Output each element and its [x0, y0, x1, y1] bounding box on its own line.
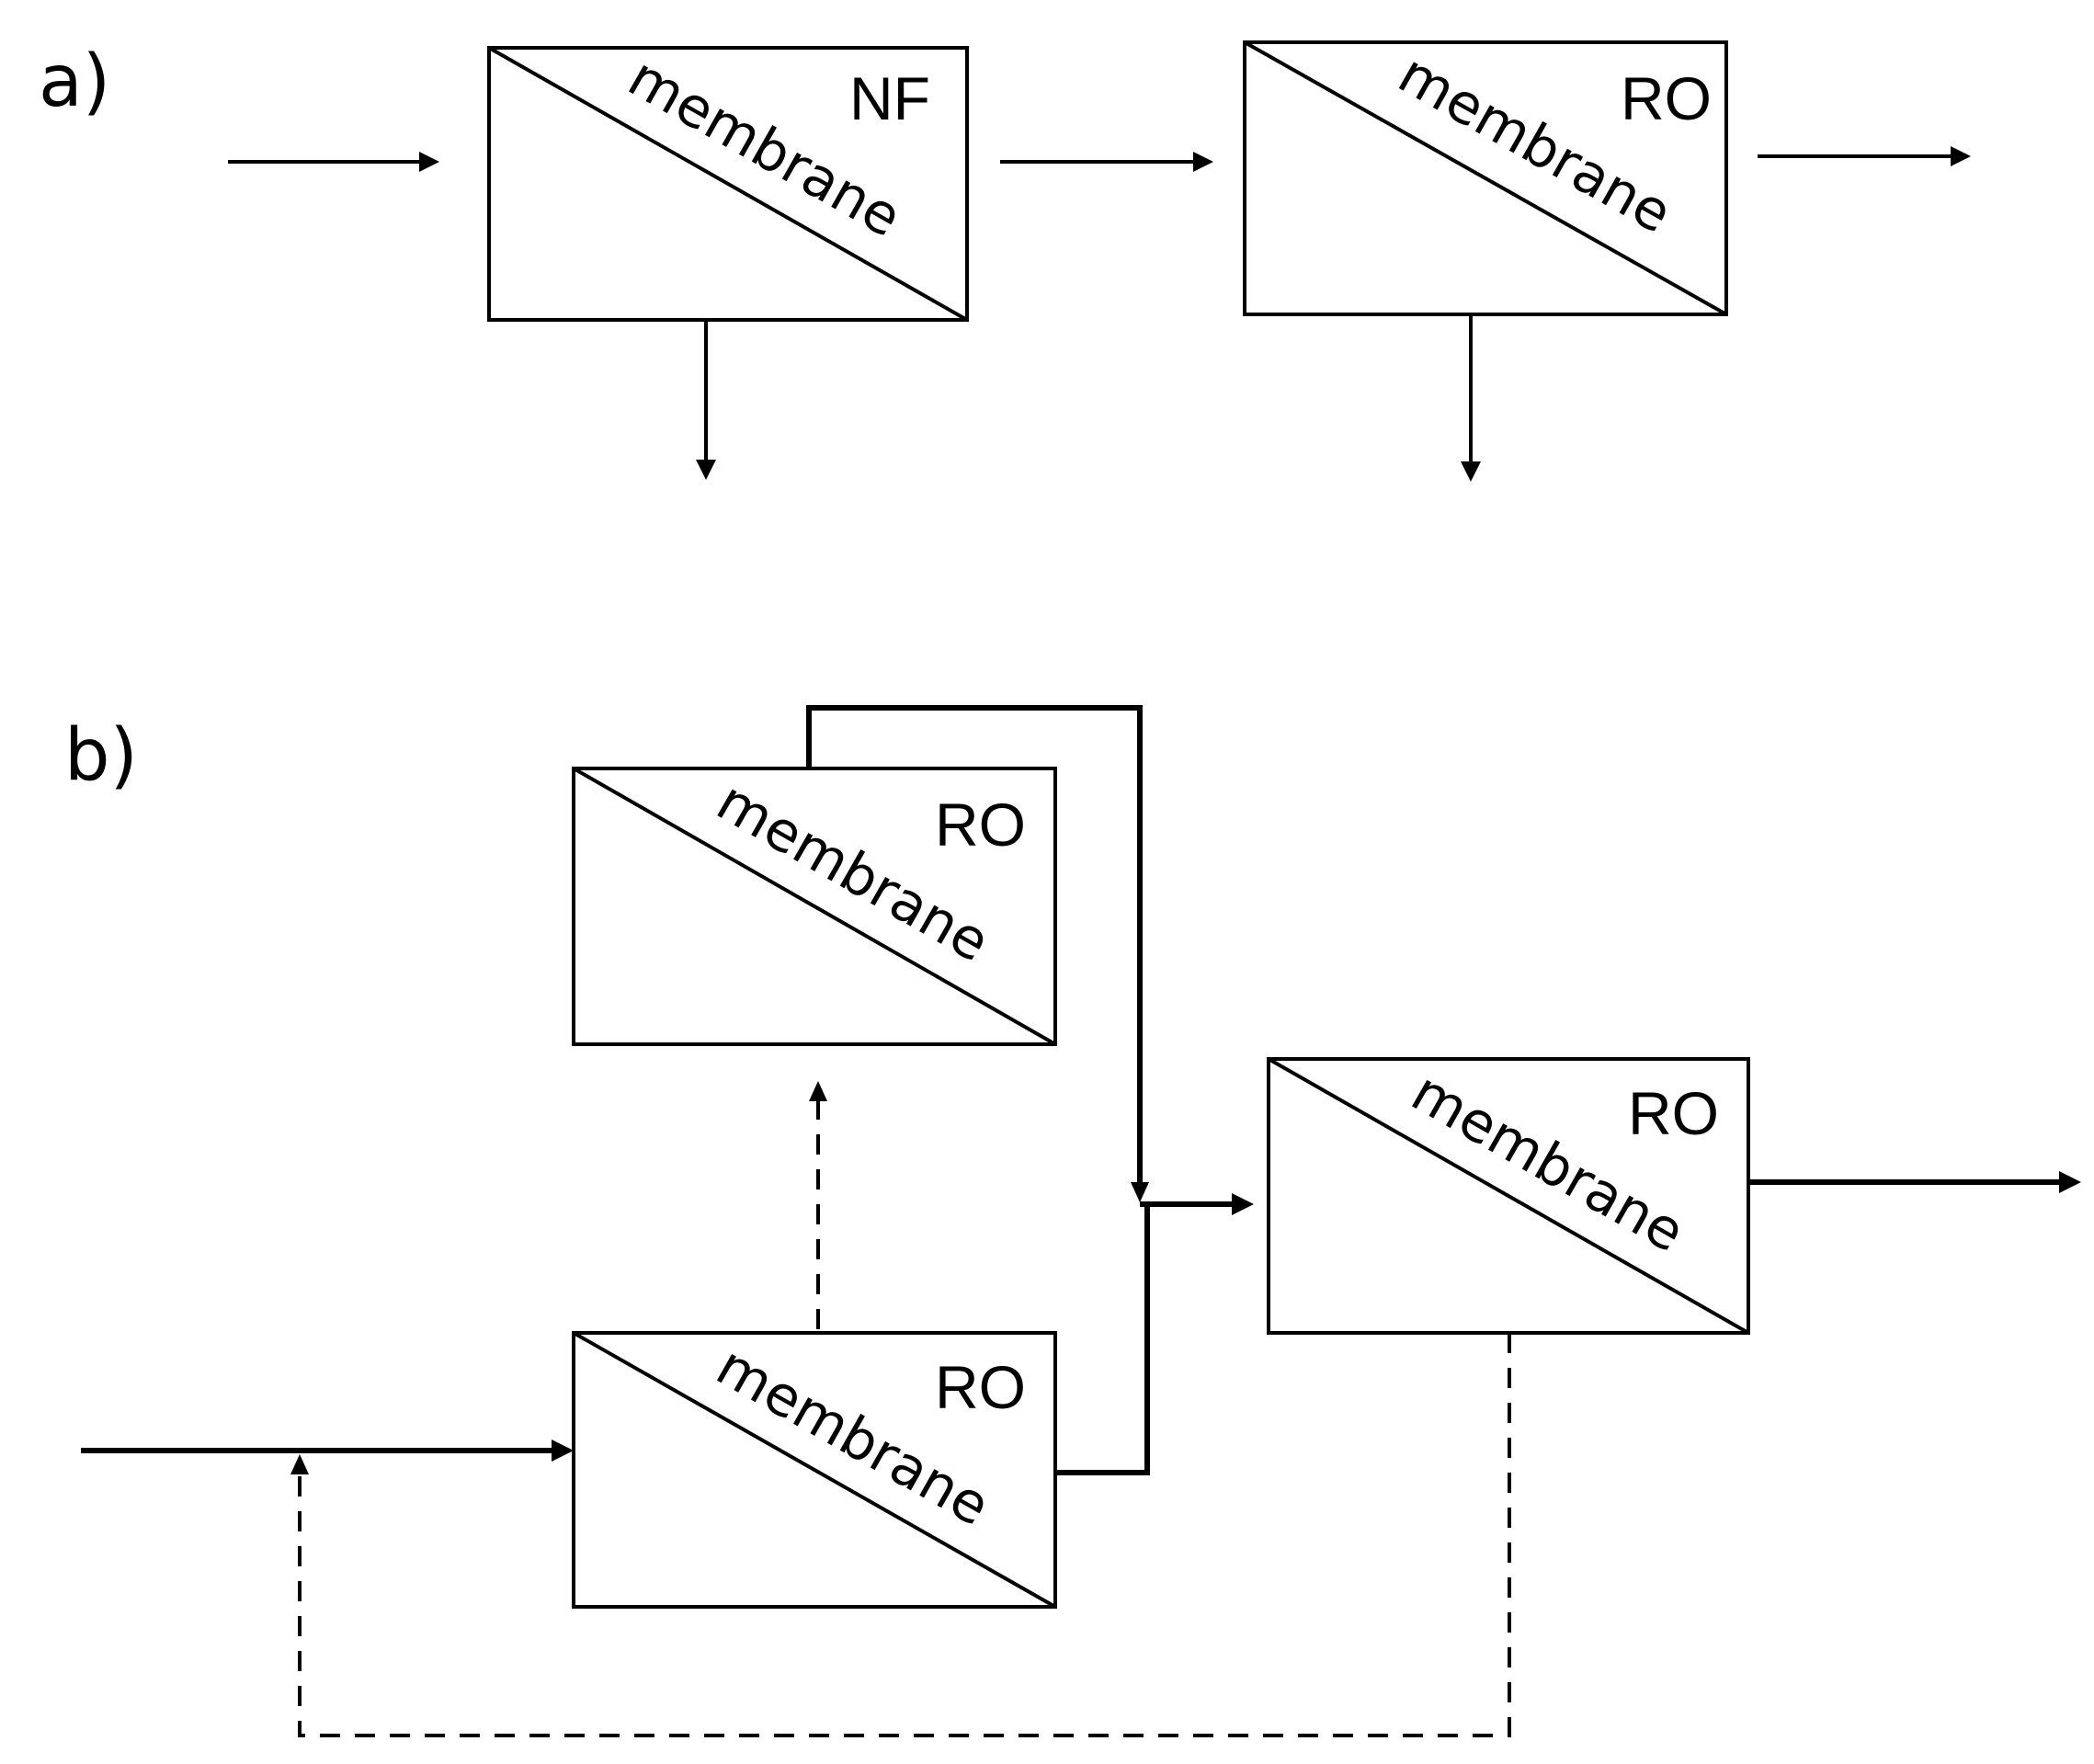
ro-membrane-unit-upper: RO membrane: [572, 767, 1057, 1046]
ro-membrane-line-upper: [573, 767, 1056, 1046]
ro-membrane-line-a: [1244, 40, 1727, 316]
ro-unit-type-upper: RO: [935, 791, 1026, 859]
nf-to-ro-arrow: [1000, 152, 1213, 172]
ro-unit-type-lower: RO: [935, 1353, 1026, 1421]
feed-arrow-b: [81, 1440, 574, 1462]
upper-ro-concentrate-line: [806, 705, 1149, 1202]
ro-membrane-line-right: [1268, 1057, 1749, 1335]
nf-membrane-line: [488, 46, 968, 322]
ro-unit-type-right: RO: [1628, 1079, 1719, 1147]
panel-b: b) RO membrane RO membrane RO membrane: [64, 705, 2081, 1737]
feed-arrow-a: [228, 152, 439, 172]
dashed-lower-to-upper-arrow: [809, 1081, 827, 1329]
nf-unit-type: NF: [849, 64, 930, 132]
panel-b-label: b): [64, 714, 138, 797]
ro-membrane-line-lower: [573, 1331, 1056, 1609]
nf-membrane-unit: NF membrane: [487, 45, 969, 322]
panel-a-label: a): [39, 40, 110, 123]
nf-permeate-arrow: [696, 320, 716, 480]
ro-membrane-unit-a: RO membrane: [1243, 40, 1728, 316]
ro-outlet-arrow-a: [1758, 146, 1971, 166]
ro-membrane-unit-lower: RO membrane: [572, 1331, 1057, 1609]
lower-ro-outlet-line: [1055, 1204, 1150, 1475]
right-ro-outlet-arrow: [1748, 1171, 2081, 1193]
ro-membrane-unit-right: RO membrane: [1267, 1057, 1750, 1335]
junction-to-right-ro-arrow: [1140, 1193, 1254, 1215]
panel-a: a) NF membrane RO membrane: [39, 40, 1971, 482]
dashed-recycle-line: [290, 1333, 1511, 1737]
ro-permeate-arrow-a: [1461, 314, 1481, 482]
ro-unit-type-a: RO: [1621, 64, 1712, 132]
